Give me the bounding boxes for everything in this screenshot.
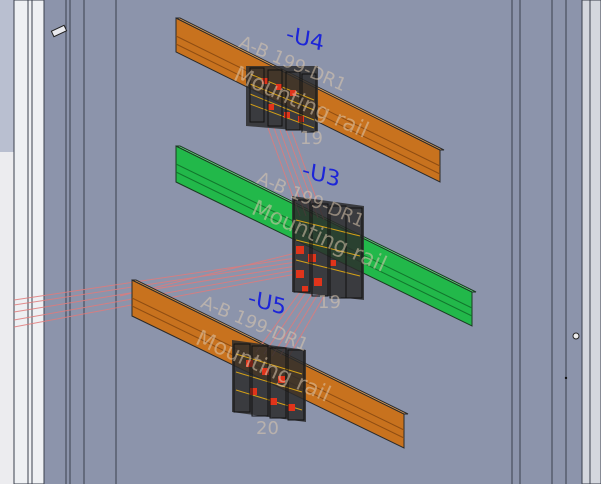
ghost-number-u3: 19 [318,292,341,313]
ghost-number-u5: 20 [256,418,279,439]
terminal-block-u5[interactable] [232,340,306,422]
enclosure-door-frame [13,0,45,484]
enclosure-panel-shade [0,0,14,152]
door-hinge-icon [572,332,580,340]
bolt-icon [50,24,68,38]
ghost-number-u4: 19 [300,128,323,149]
enclosure-edge-right [581,0,601,484]
enclosure-light-panel [0,152,14,484]
terminal-block-u3[interactable] [292,196,364,300]
terminal-block-u4[interactable] [246,66,318,133]
